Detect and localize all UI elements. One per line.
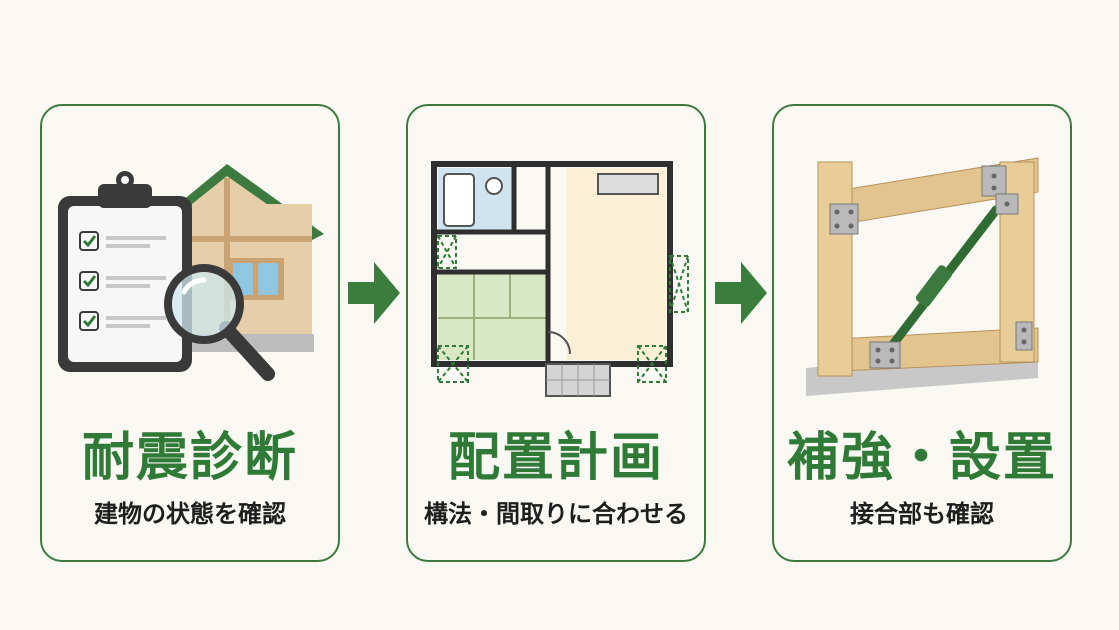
step-title: 配置計画 (447, 428, 664, 488)
step-card-layout-plan: 配置計画 構法・間取りに合わせる (406, 104, 706, 562)
checklist-house-magnifier-icon (58, 164, 324, 381)
step-title: 補強・設置 (786, 428, 1057, 488)
step-subtitle: 構法・間取りに合わせる (424, 500, 688, 528)
arrow-right-icon (715, 262, 767, 324)
step-card-reinforce: 補強・設置 接合部も確認 (772, 104, 1072, 562)
step-title: 耐震診断 (81, 428, 298, 488)
wooden-frame-brace-icon (806, 157, 1039, 396)
floor-plan-icon (431, 161, 689, 397)
step-subtitle: 接合部も確認 (850, 500, 994, 528)
step-card-diagnosis: 耐震診断 建物の状態を確認 (40, 104, 340, 562)
arrow-right-icon (348, 262, 400, 324)
step-subtitle: 建物の状態を確認 (94, 500, 286, 528)
